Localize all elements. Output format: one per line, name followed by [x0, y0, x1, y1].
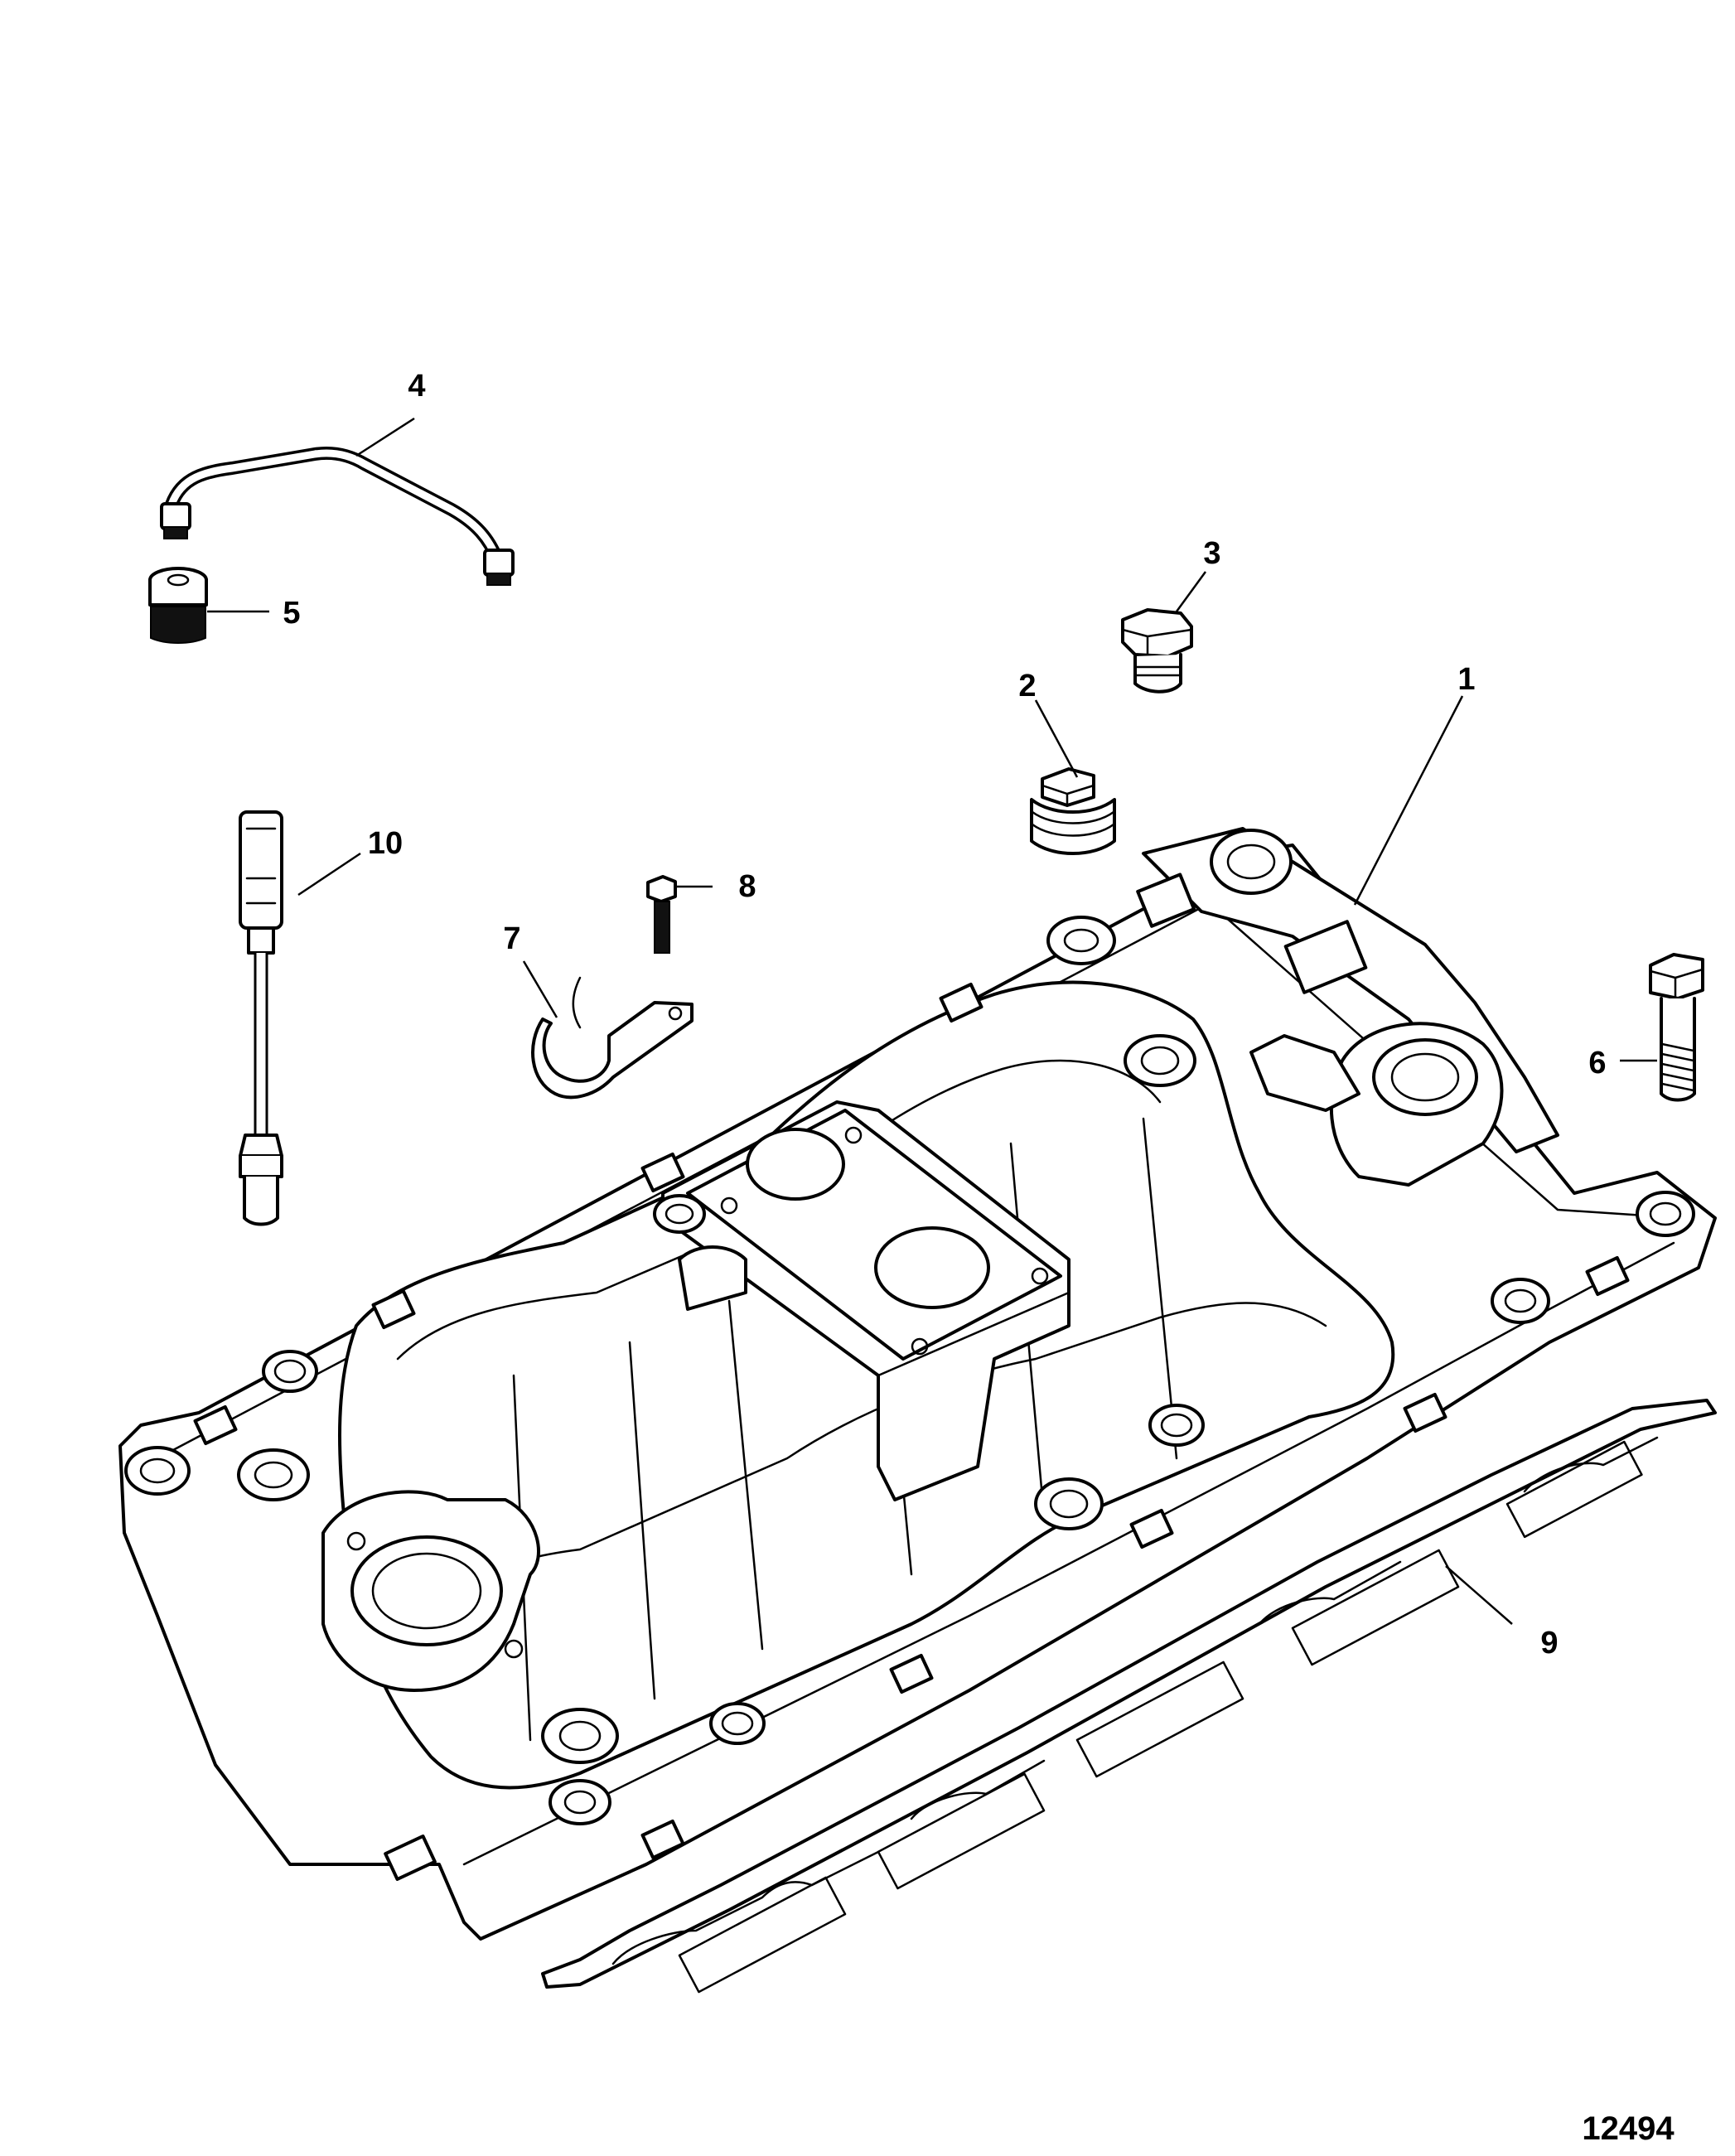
- square-plug: [1030, 767, 1116, 855]
- small-bolt: [646, 875, 677, 954]
- callout-labels: 1 2 3 4 5 6 7 8 9 10: [283, 369, 1606, 1661]
- callout-3: 3: [1203, 536, 1220, 571]
- callout-10: 10: [368, 826, 403, 861]
- callout-7: 7: [503, 921, 520, 956]
- fitting: [148, 567, 208, 644]
- callout-5: 5: [283, 596, 300, 631]
- intake-gasket: [541, 1399, 1717, 1994]
- long-bolt: [1649, 953, 1704, 1102]
- intake-manifold: [118, 827, 1717, 1941]
- hex-plug: [1121, 608, 1193, 694]
- sensor: [239, 810, 283, 1226]
- figure-number: 12494: [1582, 2110, 1675, 2147]
- callout-2: 2: [1018, 669, 1036, 703]
- fuel-line-tube: [160, 446, 515, 586]
- leader-lines: [207, 417, 1657, 1625]
- callout-1: 1: [1457, 662, 1475, 697]
- callout-4: 4: [408, 369, 425, 404]
- callout-9: 9: [1540, 1626, 1558, 1661]
- callout-6: 6: [1588, 1046, 1606, 1080]
- clamp: [531, 976, 694, 1100]
- callout-8: 8: [738, 869, 756, 904]
